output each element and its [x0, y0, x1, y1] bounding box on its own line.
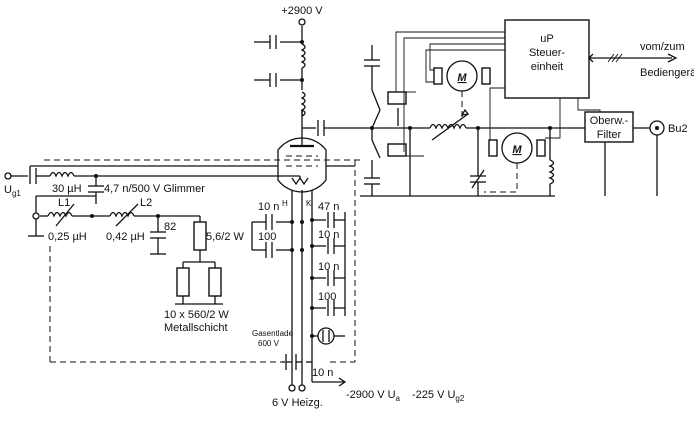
input-label-sub: g1	[12, 189, 21, 198]
hv-terminal	[298, 18, 306, 26]
grid2-main: -225 V U	[412, 389, 455, 401]
output-label: Bu2	[668, 123, 688, 135]
grid2-sub: g2	[455, 394, 464, 403]
load-resistor-label-1: 10 x 560/2 W	[164, 309, 229, 321]
l1-value-label: 0,25 µH	[48, 231, 87, 243]
pin-h-label: H	[282, 199, 288, 208]
c47n-label: 47 n	[318, 201, 339, 213]
c10n-label-c: 10 n	[318, 261, 339, 273]
remote-label-1: vom/zum	[640, 41, 685, 53]
gas-label-1: Gasentlade	[252, 329, 293, 338]
c100-label-b: 100	[318, 291, 336, 303]
l2-label: L2	[140, 197, 152, 209]
gas-discharge-tube	[317, 327, 335, 345]
input-network	[4, 159, 360, 363]
grid2-label: -225 V Ug2	[412, 389, 465, 403]
controller-label-2: Steuer-	[529, 47, 565, 59]
input-label-main: U	[4, 184, 12, 196]
tuning-motor-1: M	[433, 60, 491, 118]
controller-label-1: uP	[540, 33, 553, 45]
schematic-labels: +2900 V Ug1 30 µH 4,7 n/500 V Glimmer L1…	[4, 5, 465, 409]
c10n-label-a: 10 n	[258, 201, 279, 213]
l1-label: L1	[58, 197, 70, 209]
c82-label: 82	[164, 221, 176, 233]
heater-label: 6 V Heizg.	[272, 397, 323, 409]
controller-label-3: einheit	[531, 61, 563, 73]
input-terminal	[4, 172, 12, 180]
controller-block: uP Steuer- einheit vom/zum Bediengerät	[395, 19, 694, 152]
relay-section	[364, 45, 424, 196]
motor-1-label: M	[457, 72, 467, 84]
motor-2-label: M	[512, 144, 522, 156]
pin-k-label: K	[306, 199, 312, 208]
hv-minus-label: -2900 V Ua	[346, 389, 401, 403]
c10n-label-b: 10 n	[318, 229, 339, 241]
c10n-label-d: 10 n	[312, 367, 333, 379]
tetrode-tube	[260, 110, 355, 193]
mica-cap-label: 4,7 n/500 V Glimmer	[104, 183, 205, 195]
anode-coupling	[302, 120, 430, 136]
c100-label-a: 100	[258, 231, 276, 243]
hv-minus-sub: a	[396, 394, 401, 403]
l2-value-label: 0,42 µH	[106, 231, 145, 243]
load-resistor-label-2: Metallschicht	[164, 322, 228, 334]
input-label: Ug1	[4, 184, 21, 198]
remote-label-2: Bediengerät	[640, 67, 694, 79]
gas-label-2: 600 V	[258, 339, 280, 348]
hv-minus-main: -2900 V U	[346, 389, 396, 401]
tuning-motor-2: M	[484, 132, 546, 193]
l30-label: 30 µH	[52, 183, 82, 195]
anode-supply	[254, 18, 306, 117]
filter-label-2: Filter	[597, 129, 622, 141]
filter-label-1: Oberw.-	[590, 115, 629, 127]
harmonic-filter: Oberw.- Filter Bu2	[584, 111, 688, 196]
hv-plus-label: +2900 V	[281, 5, 323, 17]
bypass-network	[251, 160, 356, 392]
tank-circuit	[360, 108, 585, 197]
r56-label: 5,6/2 W	[206, 231, 245, 243]
